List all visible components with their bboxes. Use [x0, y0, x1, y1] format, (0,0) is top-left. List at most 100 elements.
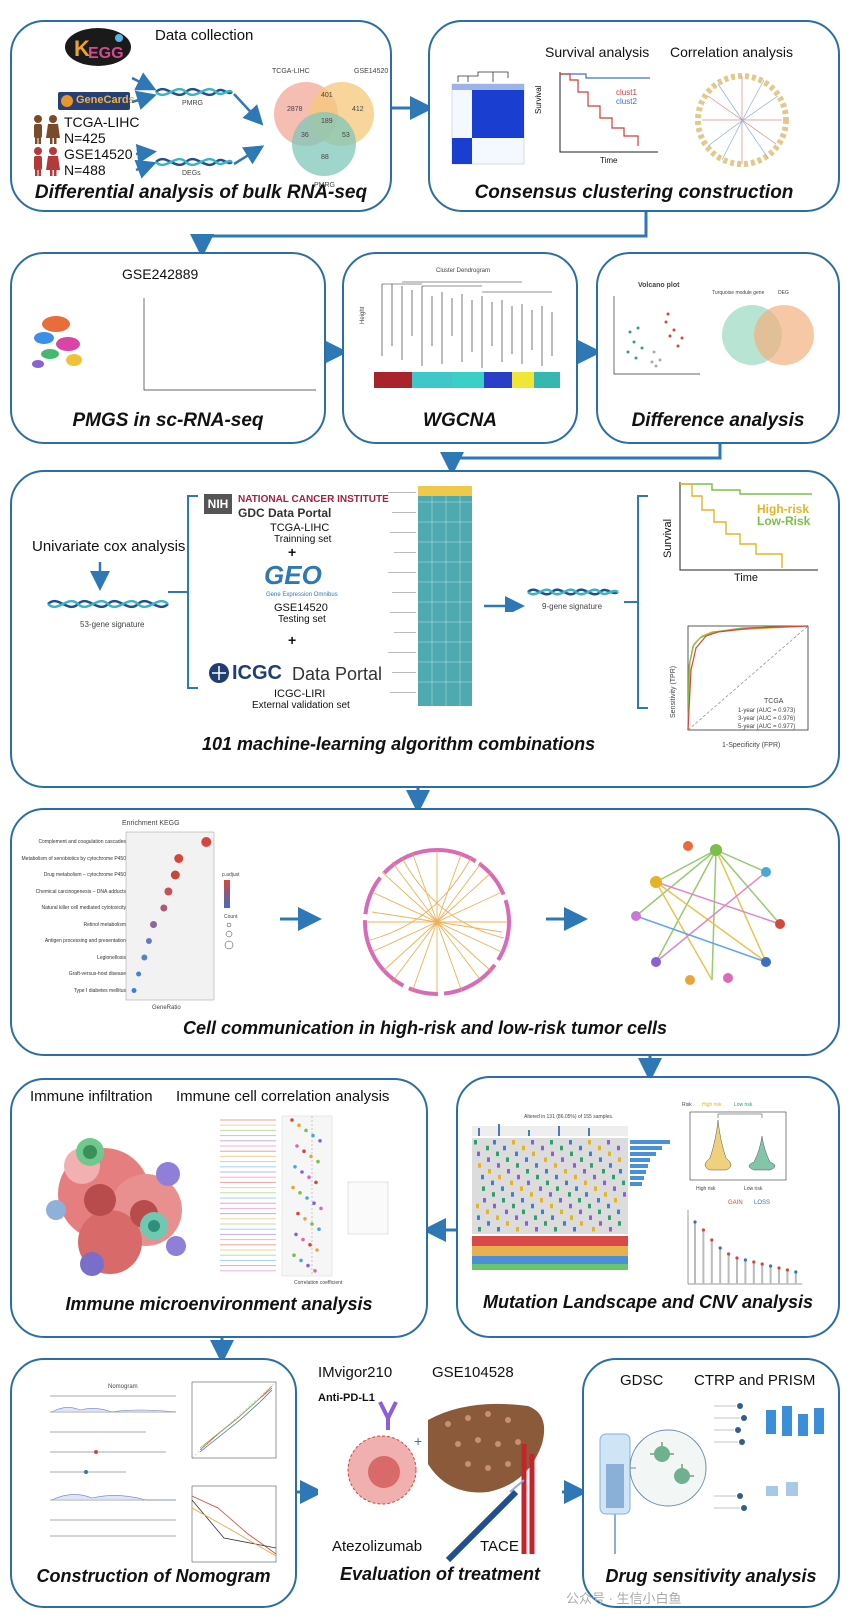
icgc-role-label: External validation set — [252, 700, 350, 711]
gse-label: GSE14520 — [64, 146, 133, 162]
risk-label: Risk — [682, 1102, 692, 1108]
onco-cell — [604, 1192, 607, 1197]
cnv-dot — [735, 1256, 739, 1260]
venn-num: 53 — [342, 132, 350, 139]
onco-cell — [483, 1198, 486, 1203]
onco-cell — [599, 1157, 602, 1162]
km-xlabel: Time — [600, 156, 618, 165]
immune-row-label — [220, 1265, 276, 1267]
immune-row-label — [220, 1228, 276, 1230]
immune-row-label — [220, 1270, 276, 1272]
onco-cell — [570, 1151, 573, 1157]
onco-cell — [583, 1169, 586, 1174]
panel-nomogram: Nomogram Construction of Nomogram — [10, 1358, 297, 1608]
clust2-label: clust2 — [616, 97, 637, 106]
immune-dot — [316, 1159, 320, 1164]
onco-cell — [598, 1209, 601, 1215]
height-label: Height — [360, 306, 366, 324]
immune-row-label — [220, 1176, 276, 1178]
onco-cell — [487, 1157, 490, 1162]
tcga-n-label: N=425 — [64, 130, 106, 146]
roc-legend-3: 5-year (AUC = 0.977) — [738, 724, 796, 730]
onco-cell — [608, 1215, 611, 1220]
km-ylabel: Survival — [534, 85, 543, 114]
onco-cell — [560, 1209, 563, 1215]
gse-role-label: Testing set — [278, 614, 326, 625]
plus-2: + — [288, 632, 297, 648]
calibration-plots — [191, 1381, 277, 1563]
kegg-term-label: Metabolism of xenobiotics by cytochrome … — [21, 855, 127, 862]
panel-bulk-rnaseq: K EGG Data collection GeneCards TCGA-LIH… — [10, 20, 392, 212]
kegg-term-label: Drug metabolism – cytochrome P450 — [43, 872, 126, 878]
onco-cell — [502, 1198, 505, 1203]
onco-cell — [609, 1163, 612, 1168]
onco-cell — [556, 1186, 559, 1191]
onco-cell — [541, 1209, 544, 1215]
onco-cell — [535, 1163, 538, 1168]
immune-dot — [302, 1149, 306, 1153]
onco-cell — [505, 1209, 508, 1215]
onco-cell — [506, 1157, 509, 1162]
onco-cell — [491, 1180, 494, 1186]
immune-cells-illustration — [46, 1138, 186, 1276]
onco-cell — [487, 1221, 490, 1226]
onco-cell — [522, 1145, 525, 1151]
umap-plot — [32, 316, 82, 368]
immune-row-label — [220, 1197, 276, 1199]
panel-treatment: IMvigor210 GSE104528 Anti-PD-L1 + Atezol… — [318, 1358, 562, 1608]
immune-dot — [311, 1133, 315, 1138]
onco-cell — [573, 1163, 576, 1168]
immune-dot — [309, 1154, 313, 1159]
cnv-lollipop — [687, 1210, 802, 1285]
kegg-dot — [136, 971, 142, 977]
immune-row-label — [220, 1218, 276, 1220]
onco-cell — [534, 1215, 537, 1220]
kegg-term-label: Complement and coagulation cascades — [38, 839, 126, 845]
kegg-term-label: Legionellosis — [97, 954, 126, 961]
onco-cell — [493, 1203, 496, 1209]
survival-analysis-label: Survival analysis — [545, 44, 650, 60]
atezo-label: Atezolizumab — [332, 1538, 423, 1555]
venn-diagram — [274, 82, 374, 176]
onco-cell — [497, 1163, 500, 1168]
people-icon — [34, 115, 60, 144]
bracket — [168, 495, 198, 689]
kegg-count-legend — [224, 922, 234, 950]
nomogram-plot — [50, 1395, 177, 1537]
onco-cell — [589, 1215, 592, 1220]
kegg-term-label: Graft-versus-host disease — [68, 971, 126, 977]
oncoplot — [472, 1124, 670, 1270]
drug-illustration — [599, 1429, 707, 1554]
correlation-analysis-label: Correlation analysis — [670, 44, 793, 60]
onco-cell — [555, 1174, 558, 1180]
box-x-low: Low risk — [744, 1186, 763, 1192]
kegg-logo: K EGG — [65, 28, 131, 66]
row1-left-arrows — [131, 72, 265, 179]
onco-cell — [594, 1186, 597, 1191]
immune-dot — [314, 1180, 318, 1185]
onco-cell — [597, 1198, 600, 1203]
onco-cell — [580, 1221, 583, 1226]
arrow-chord-to-network — [546, 907, 588, 931]
high-risk-label: High-risk — [757, 502, 810, 516]
immune-dot — [318, 1139, 322, 1143]
cnv-dot — [701, 1228, 705, 1232]
immune-row-label — [220, 1140, 276, 1142]
onco-cell — [512, 1140, 515, 1145]
kegg-dot — [131, 988, 137, 993]
immune-dot — [317, 1227, 321, 1231]
people-icon-red — [34, 147, 60, 176]
svg-text:K: K — [74, 36, 90, 61]
onco-cell — [520, 1186, 523, 1191]
cnv-dot — [743, 1258, 747, 1262]
onco-cell — [593, 1174, 596, 1180]
immune-row-label — [220, 1249, 276, 1251]
onco-cell — [623, 1192, 626, 1197]
kegg-dot — [150, 921, 158, 928]
immune-row-label — [220, 1192, 276, 1194]
onco-cell — [559, 1198, 562, 1203]
kegg-term-label: Chemical carcinogenesis – DNA adducts — [35, 888, 126, 895]
venn-num: 2878 — [287, 106, 303, 113]
cnv-dot — [710, 1238, 714, 1242]
onco-cell — [506, 1221, 509, 1226]
